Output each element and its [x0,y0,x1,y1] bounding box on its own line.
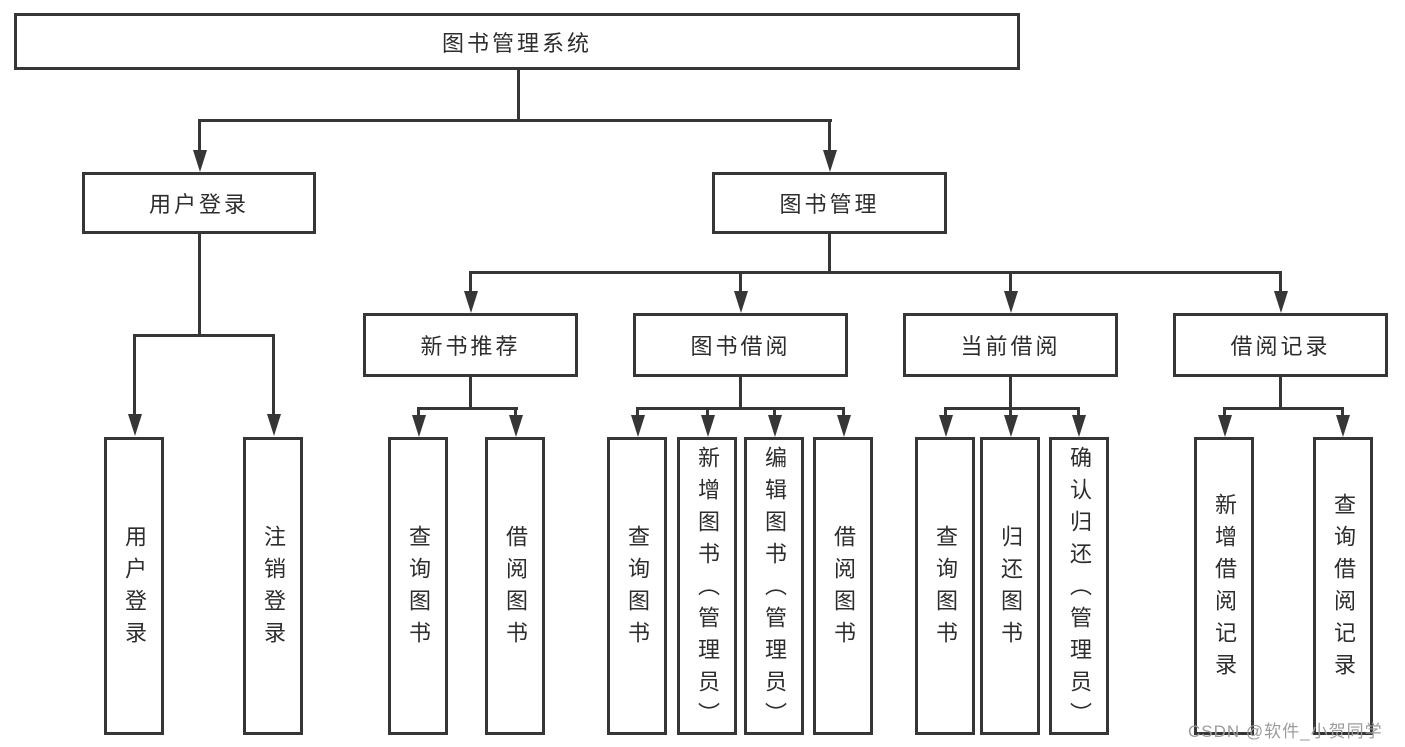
connector-current-drop-1 [944,407,947,415]
leaf-current-query: 查询图书 [915,437,975,735]
arrowhead-cb-confirm [1072,415,1086,437]
leaf-borrow-add-admin: 新增图书（管理员） [677,437,737,735]
arrowhead-cb-query [939,415,953,437]
arrowhead-current-borrow [1004,291,1018,313]
leaf-records-query: 查询借阅记录 [1313,437,1373,735]
node-root: 图书管理系统 [14,13,1020,70]
arrowhead-nb-query [412,415,426,437]
arrowhead-br-query [1336,415,1350,437]
connector-newbook-bar [417,407,518,410]
connector-records-drop-2 [1341,407,1344,415]
connector-mgmt-drop-2 [739,271,742,292]
arrowhead-user-login [193,150,207,172]
node-user-login: 用户登录 [82,172,316,234]
connector-mgmt-drop-1 [469,271,472,292]
connector-mgmt-drop-3 [1009,271,1012,292]
node-borrow-records: 借阅记录 [1173,313,1388,377]
connector-borrow-drop-3 [773,407,776,415]
leaf-logout: 注销登录 [243,437,303,735]
arrowhead-bb-add [701,415,715,437]
arrowhead-borrow-records [1274,291,1288,313]
leaf-records-add: 新增借阅记录 [1194,437,1254,735]
arrowhead-leaf-user-login [128,414,142,436]
arrowhead-nb-borrow [509,415,523,437]
arrowhead-book-borrow [734,291,748,313]
connector-root-drop-right [828,119,831,152]
connector-current-drop-2 [1009,407,1012,415]
node-book-borrow: 图书借阅 [633,313,848,377]
connector-borrow-stem [739,377,742,408]
node-book-mgmt: 图书管理 [712,172,947,234]
arrowhead-cb-return [1004,415,1018,437]
connector-borrow-drop-1 [636,407,639,415]
leaf-current-return: 归还图书 [980,437,1040,735]
leaf-newbook-query: 查询图书 [388,437,448,735]
connector-mgmt-drop-4 [1279,271,1282,292]
leaf-user-login: 用户登录 [104,437,164,735]
connector-current-drop-3 [1077,407,1080,415]
leaf-borrow-borrow: 借阅图书 [813,437,873,735]
node-current-borrow: 当前借阅 [903,313,1118,377]
csdn-watermark: CSDN @软件_小贺同学 [1188,722,1383,741]
leaf-borrow-query: 查询图书 [607,437,667,735]
connector-newbook-stem [469,377,472,408]
connector-newbook-drop-1 [417,407,420,415]
connector-records-drop-1 [1223,407,1226,415]
connector-root-bar [198,119,832,122]
connector-mgmt-stem [828,234,831,273]
connector-mgmt-bar [469,271,1282,274]
connector-login-stem [198,234,201,335]
connector-records-stem [1279,377,1282,408]
connector-borrow-bar [636,407,845,410]
arrowhead-leaf-logout [267,414,281,436]
arrowhead-book-mgmt [823,150,837,172]
connector-login-bar [133,334,275,337]
arrowhead-new-book [464,291,478,313]
connector-newbook-drop-2 [514,407,517,415]
leaf-current-confirm-admin: 确认归还（管理员） [1049,437,1109,735]
connector-root-stem [517,70,520,121]
connector-root-drop-left [198,119,201,152]
leaf-borrow-edit-admin: 编辑图书（管理员） [744,437,804,735]
connector-current-stem [1009,377,1012,408]
arrowhead-bb-borrow [837,415,851,437]
connector-borrow-drop-4 [842,407,845,415]
arrowhead-bb-edit [768,415,782,437]
connector-records-bar [1223,407,1344,410]
connector-borrow-drop-2 [706,407,709,415]
connector-current-bar [944,407,1080,410]
arrowhead-br-add [1218,415,1232,437]
connector-login-drop-1 [133,334,136,415]
node-new-book-rec: 新书推荐 [363,313,578,377]
connector-login-drop-2 [272,334,275,415]
arrowhead-bb-query [631,415,645,437]
leaf-newbook-borrow: 借阅图书 [485,437,545,735]
